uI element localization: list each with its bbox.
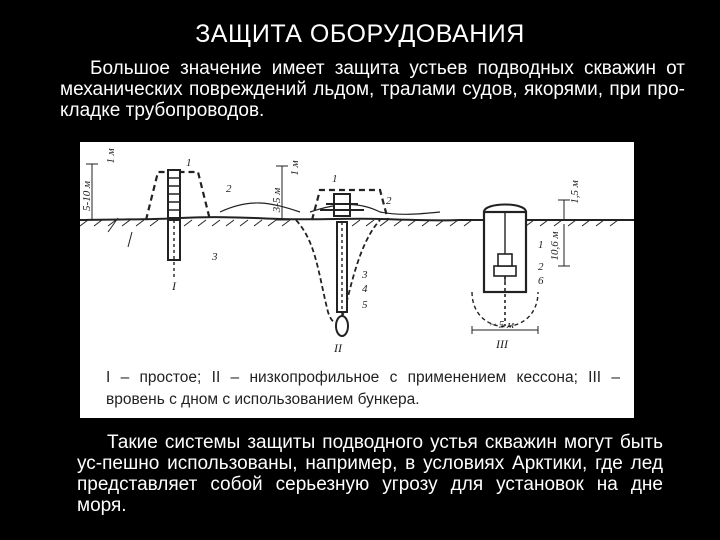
roman-label-3: III (495, 337, 509, 351)
part-label-4-mid: 4 (362, 283, 368, 295)
variant-1-simple (86, 163, 212, 280)
part-label-5-mid: 5 (362, 299, 368, 311)
part-label-2-mid: 2 (386, 195, 392, 207)
dim-left-top: 1 м (105, 148, 117, 163)
closing-paragraph: Такие системы защиты подводного устья ск… (77, 432, 663, 516)
dim-right-top: 1,5 м (569, 180, 581, 204)
dim-left-height: 5-10 м (81, 181, 93, 211)
roman-label-2: II (333, 341, 343, 355)
slide-title: ЗАЩИТА ОБОРУДОВАНИЯ (195, 20, 525, 48)
intro-paragraph: Большое значение имеет защита устьев под… (60, 58, 685, 121)
variant-2-low-profile-caisson (276, 165, 390, 337)
part-label-6-right: 6 (538, 275, 544, 287)
roman-label-1: I (171, 279, 177, 293)
dim-right-depth: 10,6 м (549, 231, 561, 260)
dim-right-width: ~ 5 м (490, 319, 514, 331)
part-label-1-right: 1 (538, 239, 544, 251)
wellhead-protection-figure: 5-10 м 1 м 1 2 3 I 3-5 м 1 м 1 2 3 4 (80, 142, 634, 360)
part-label-3-left: 3 (211, 251, 218, 263)
part-label-1-left: 1 (186, 157, 192, 169)
dim-mid-top: 1 м (289, 160, 301, 175)
variant-3-flush-bunker (471, 199, 570, 334)
part-label-2-right: 2 (538, 261, 544, 273)
part-label-1-mid: 1 (332, 173, 338, 185)
dim-mid-height: 3-5 м (271, 188, 283, 213)
part-label-3-mid: 3 (361, 269, 368, 281)
seabed-surface (80, 202, 634, 227)
part-label-2-left: 2 (226, 183, 232, 195)
figure-caption: I – простое; II – низкопрофильное с прим… (80, 360, 634, 418)
